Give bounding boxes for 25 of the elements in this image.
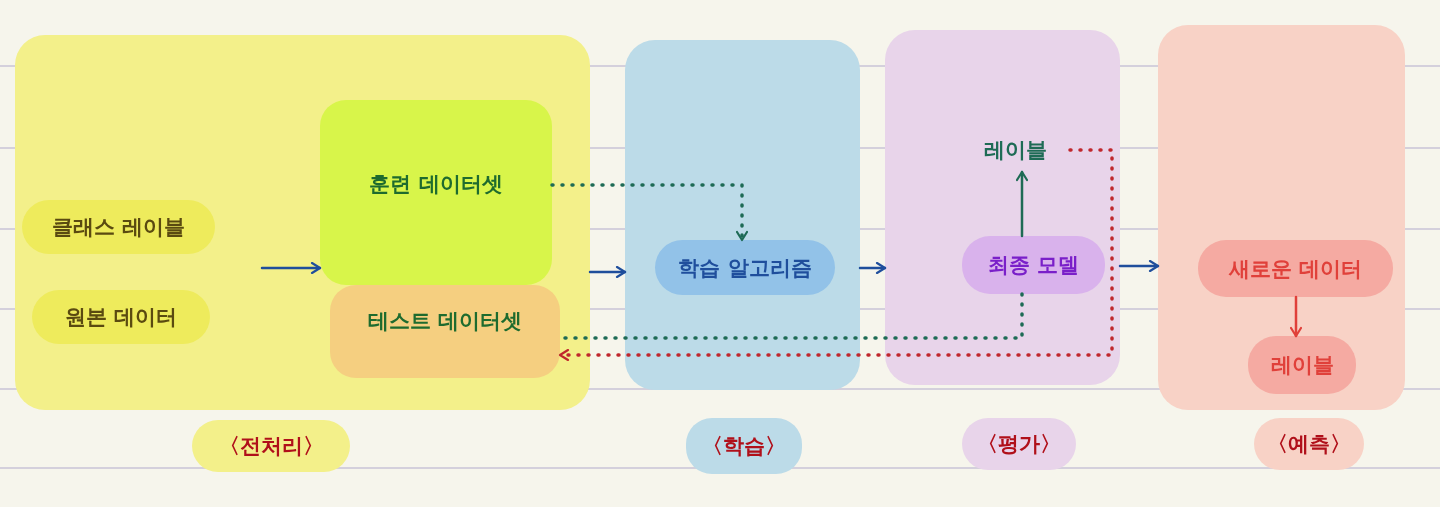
arrow [260,261,322,275]
stage-label: 〈평가〉 [962,418,1076,470]
stage-label: 〈예측〉 [1254,418,1364,470]
node-box: 훈련 데이터셋 [320,100,552,285]
stage-panel [885,30,1120,385]
arrow [1118,259,1160,273]
node-box: 최종 모델 [962,236,1105,294]
stage-panel [1158,25,1405,410]
node-box: 클래스 레이블 [22,200,215,254]
node-box: 학습 알고리즘 [655,240,835,295]
stage-panel [625,40,860,390]
stage-label: 〈전처리〉 [192,420,350,472]
arrow [858,261,887,275]
arrow [1289,295,1303,338]
stage-label: 〈학습〉 [686,418,802,474]
stage-panel [15,35,590,410]
node-box: 테스트 데이터셋 [330,285,560,378]
arrow [588,265,627,279]
node-label: 레이블 [960,128,1070,172]
node-box: 새로운 데이터 [1198,240,1393,297]
arrow [558,148,1114,362]
node-box: 레이블 [1248,336,1356,394]
node-box: 원본 데이터 [32,290,210,344]
arrow [1015,170,1029,238]
arrow [550,183,749,242]
